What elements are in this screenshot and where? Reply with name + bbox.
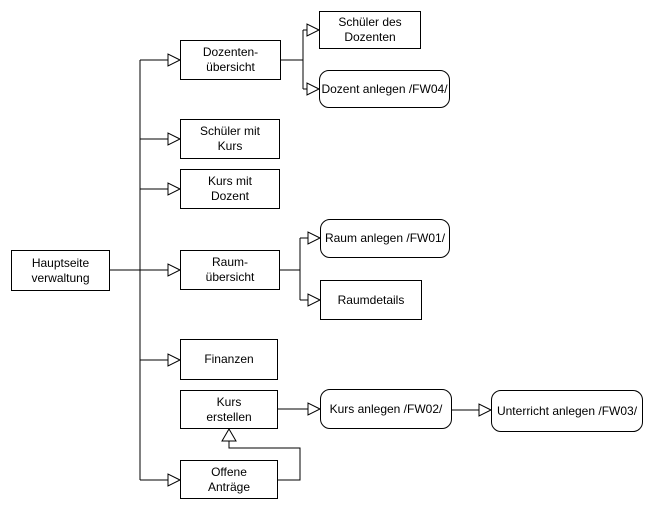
node-raum-anlegen-fw01[interactable]: Raum anlegen /FW01/ bbox=[320, 219, 450, 258]
edge-hauptseite-to-schueler-mit-kurs bbox=[140, 132, 182, 146]
arrowhead-icon bbox=[306, 82, 321, 96]
node-label: Kurs mit Dozent bbox=[207, 174, 252, 203]
arrowhead-icon bbox=[167, 263, 182, 277]
node-label: Raumdetails bbox=[337, 292, 405, 307]
arrowhead-icon bbox=[167, 182, 182, 196]
arrowhead-icon bbox=[307, 402, 322, 416]
node-label: Dozent anlegen /FW04/ bbox=[321, 81, 448, 96]
edge-kurs-anlegen-fw02-to-unterricht-anlegen-fw03 bbox=[452, 403, 493, 417]
edge-hauptseite-to-raum-uebersicht bbox=[167, 263, 182, 277]
node-label: Finanzen bbox=[204, 352, 254, 366]
arrowhead-icon bbox=[167, 353, 182, 367]
node-offene-antraege[interactable]: Offene Anträge bbox=[180, 460, 278, 499]
node-dozenten-uebersicht[interactable]: Dozenten- übersicht bbox=[180, 40, 281, 80]
arrowhead-icon bbox=[307, 231, 322, 245]
edge-offene-antraege-to-kurs-erstellen bbox=[221, 428, 301, 481]
edge-hauptseite-trunk bbox=[110, 60, 168, 480]
node-label: Schüler mit Kurs bbox=[199, 124, 261, 153]
edge-dozenten-uebersicht-to-children bbox=[281, 23, 321, 96]
edge-kurs-erstellen-to-kurs-anlegen-fw02 bbox=[278, 402, 322, 416]
edge-raum-uebersicht-to-children bbox=[280, 231, 322, 307]
node-kurs-erstellen[interactable]: Kurs erstellen bbox=[180, 390, 278, 429]
arrowhead-icon bbox=[167, 473, 182, 487]
node-raum-uebersicht[interactable]: Raum- übersicht bbox=[180, 250, 280, 290]
node-unterricht-anlegen-fw03[interactable]: Unterricht anlegen /FW03/ bbox=[491, 390, 643, 432]
node-finanzen[interactable]: Finanzen bbox=[180, 339, 278, 380]
node-label: Hauptseite verwaltung bbox=[31, 255, 90, 285]
edge-hauptseite-to-offene-antraege bbox=[140, 473, 182, 487]
edge-hauptseite-to-finanzen bbox=[140, 353, 182, 367]
arrowhead-icon bbox=[478, 403, 493, 417]
arrowhead-icon bbox=[307, 293, 322, 307]
node-hauptseite-verwaltung[interactable]: Hauptseite verwaltung bbox=[11, 250, 110, 291]
node-label: Offene Anträge bbox=[207, 464, 251, 494]
node-kurs-mit-dozent[interactable]: Kurs mit Dozent bbox=[180, 169, 280, 209]
node-label: Raum- übersicht bbox=[205, 255, 255, 284]
edge-line bbox=[228, 441, 301, 481]
arrowhead-icon bbox=[167, 132, 182, 146]
arrowhead-icon bbox=[167, 53, 182, 67]
edge-hauptseite-to-dozenten-uebersicht bbox=[140, 53, 182, 67]
node-dozent-anlegen-fw04[interactable]: Dozent anlegen /FW04/ bbox=[319, 70, 450, 108]
arrowhead-icon bbox=[306, 23, 321, 37]
node-schueler-des-dozenten[interactable]: Schüler des Dozenten bbox=[319, 11, 421, 49]
node-label: Schüler des Dozenten bbox=[338, 15, 402, 44]
edge-hauptseite-to-kurs-mit-dozent bbox=[140, 182, 182, 196]
node-label: Kurs anlegen /FW02/ bbox=[329, 401, 443, 416]
node-label: Kurs erstellen bbox=[206, 394, 252, 424]
node-raumdetails[interactable]: Raumdetails bbox=[320, 280, 422, 320]
node-label: Raum anlegen /FW01/ bbox=[324, 231, 446, 245]
node-kurs-anlegen-fw02[interactable]: Kurs anlegen /FW02/ bbox=[320, 389, 452, 429]
node-label: Dozenten- übersicht bbox=[202, 45, 259, 74]
arrowhead-icon bbox=[221, 428, 237, 442]
node-schueler-mit-kurs[interactable]: Schüler mit Kurs bbox=[180, 119, 280, 159]
node-label: Unterricht anlegen /FW03/ bbox=[496, 403, 638, 418]
